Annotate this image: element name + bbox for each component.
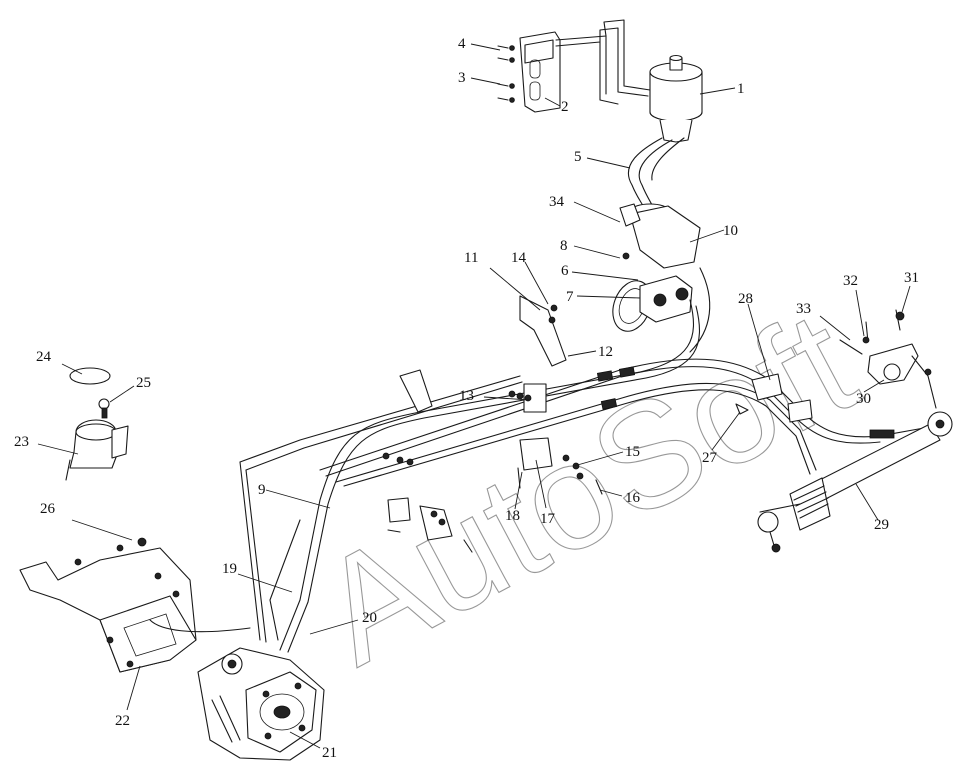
watermark: AutoSoft [293, 278, 880, 696]
callout-12: 12 [598, 344, 613, 360]
callout-33: 33 [796, 301, 811, 317]
cylinder-mount-bracket [839, 309, 937, 409]
callout-2: 2 [561, 99, 569, 115]
callout-21: 21 [322, 745, 337, 761]
callout-29: 29 [874, 517, 889, 533]
callout-1: 1 [737, 81, 745, 97]
callout-32: 32 [843, 273, 858, 289]
reservoir [649, 54, 703, 143]
callout-28: 28 [738, 291, 753, 307]
callout-6: 6 [561, 263, 569, 279]
callout-22: 22 [115, 713, 130, 729]
callout-4: 4 [458, 36, 466, 52]
filter-holder [65, 367, 129, 481]
callout-24: 24 [36, 349, 52, 365]
steering-pump [197, 647, 325, 761]
callout-8: 8 [560, 238, 568, 254]
callout-31: 31 [904, 270, 919, 286]
callout-19: 19 [222, 561, 237, 577]
valve-assembly [612, 203, 701, 332]
pump-bracket [19, 537, 251, 673]
callout-26: 26 [40, 501, 56, 517]
callout-23: 23 [14, 434, 29, 450]
callout-3: 3 [458, 70, 466, 86]
leader-lines [37, 43, 911, 749]
callout-17: 17 [540, 511, 556, 527]
callout-34: 34 [549, 194, 565, 210]
callout-11: 11 [464, 250, 478, 266]
callout-13: 13 [459, 388, 474, 404]
callout-5: 5 [574, 149, 582, 165]
power-cylinder [757, 411, 953, 553]
reservoir-bracket [497, 19, 651, 113]
callout-16: 16 [625, 490, 641, 506]
callout-25: 25 [136, 375, 151, 391]
callout-20: 20 [362, 610, 377, 626]
callout-10: 10 [723, 223, 738, 239]
callout-14: 14 [511, 250, 527, 266]
callout-15: 15 [625, 444, 640, 460]
callout-18: 18 [505, 508, 520, 524]
callout-30: 30 [856, 391, 871, 407]
part-27 [735, 403, 749, 415]
callout-27: 27 [702, 450, 718, 466]
pipe-clamps [382, 295, 813, 553]
callout-7: 7 [566, 289, 574, 305]
callout-9: 9 [258, 482, 266, 498]
